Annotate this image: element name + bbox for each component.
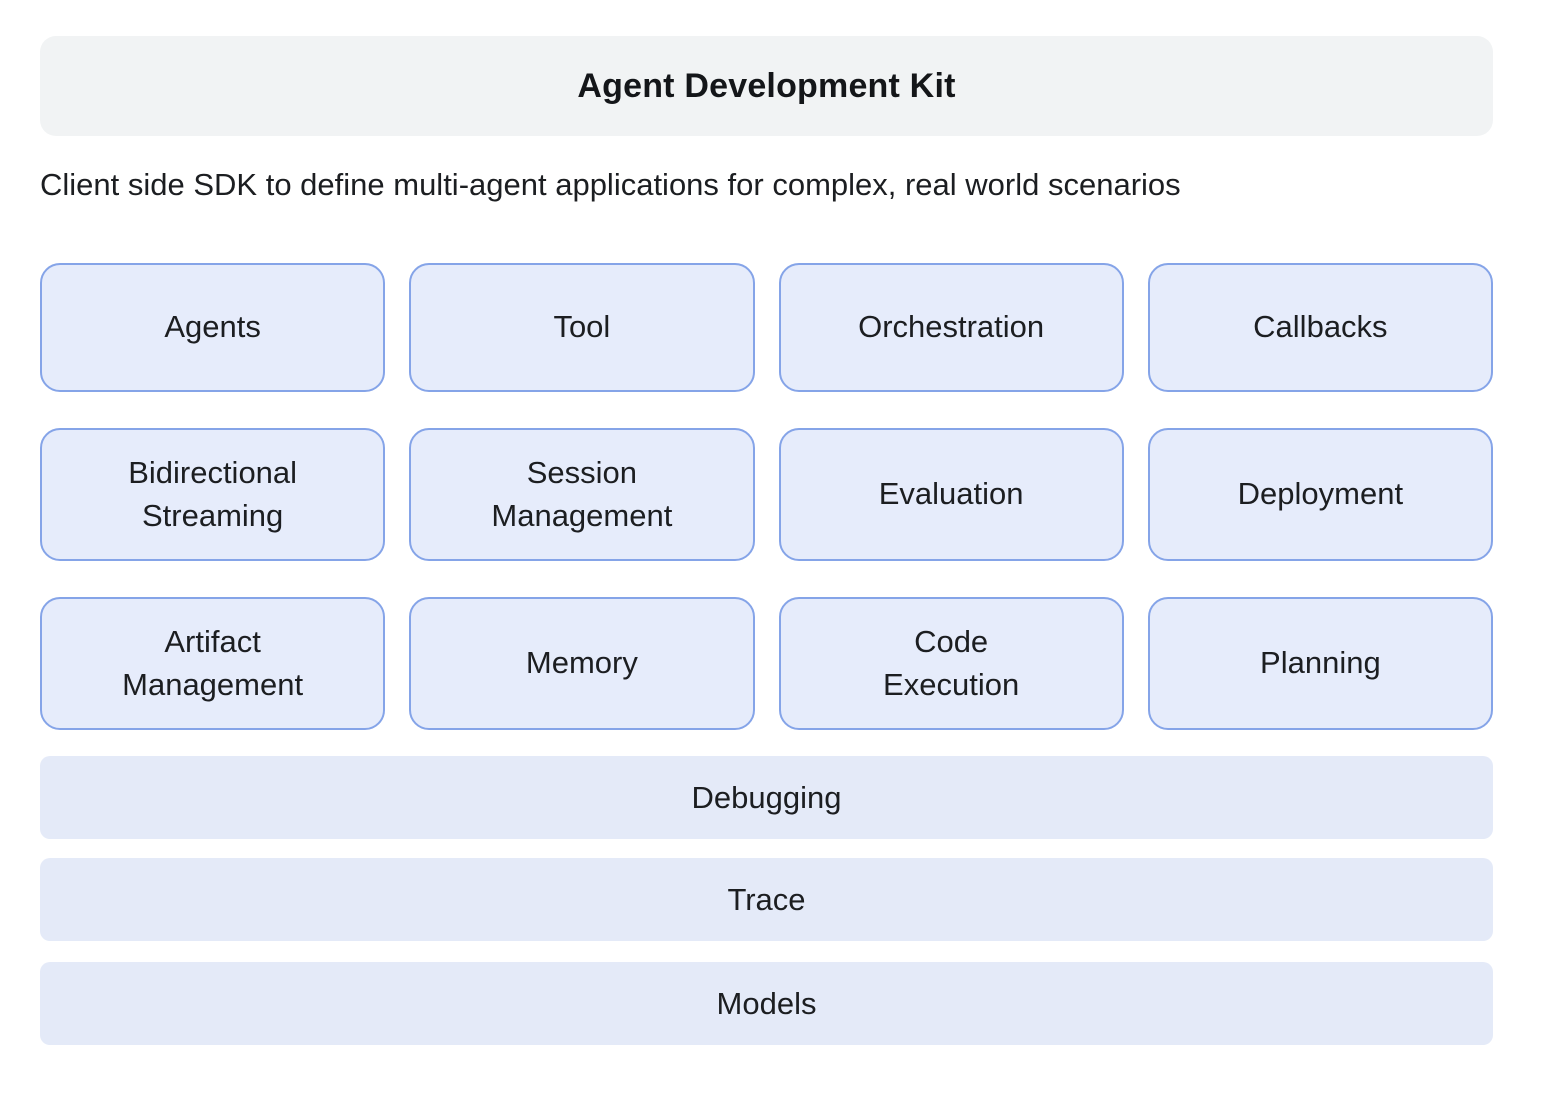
box-agents-label: Agents [164,309,261,345]
layer-bar-trace: Trace [40,858,1493,941]
box-bidirectional-streaming: Bidirectional Streaming [40,428,386,561]
box-orchestration-label: Orchestration [858,309,1045,345]
layer-bar-models: Models [40,962,1493,1045]
box-callbacks: Callbacks [1147,263,1493,392]
box-code-execution: Code Execution [778,597,1124,730]
layer-bar-debugging-label: Debugging [691,779,842,815]
box-tool-label: Tool [553,309,611,345]
box-callbacks-label: Callbacks [1253,309,1388,345]
box-planning: Planning [1147,597,1493,730]
box-tool: Tool [409,263,755,392]
box-deployment: Deployment [1147,428,1493,561]
box-evaluation-label: Evaluation [878,476,1024,512]
layer-bar-debugging: Debugging [40,756,1493,839]
box-orchestration: Orchestration [778,263,1124,392]
box-artifact-management-label: Artifact Management [122,623,304,702]
box-memory-label: Memory [525,645,638,681]
page-title: Agent Development Kit [577,66,956,105]
box-session-management: Session Management [409,428,755,561]
box-artifact-management: Artifact Management [40,597,386,730]
box-deployment-label: Deployment [1237,476,1404,512]
box-memory: Memory [409,597,755,730]
layer-bar-trace-label: Trace [727,881,806,917]
component-grid: Agents Tool Orchestration Callbacks Bidi… [40,263,1493,730]
box-evaluation: Evaluation [778,428,1124,561]
diagram-header: Agent Development Kit [40,36,1493,136]
box-session-management-label: Session Management [491,454,673,533]
layer-bar-models-label: Models [716,985,817,1021]
box-agents: Agents [40,263,386,392]
box-planning-label: Planning [1260,645,1381,681]
diagram-subtitle: Client side SDK to define multi-agent ap… [40,167,1181,202]
box-bidirectional-streaming-label: Bidirectional Streaming [128,454,298,533]
box-code-execution-label: Code Execution [883,623,1020,702]
